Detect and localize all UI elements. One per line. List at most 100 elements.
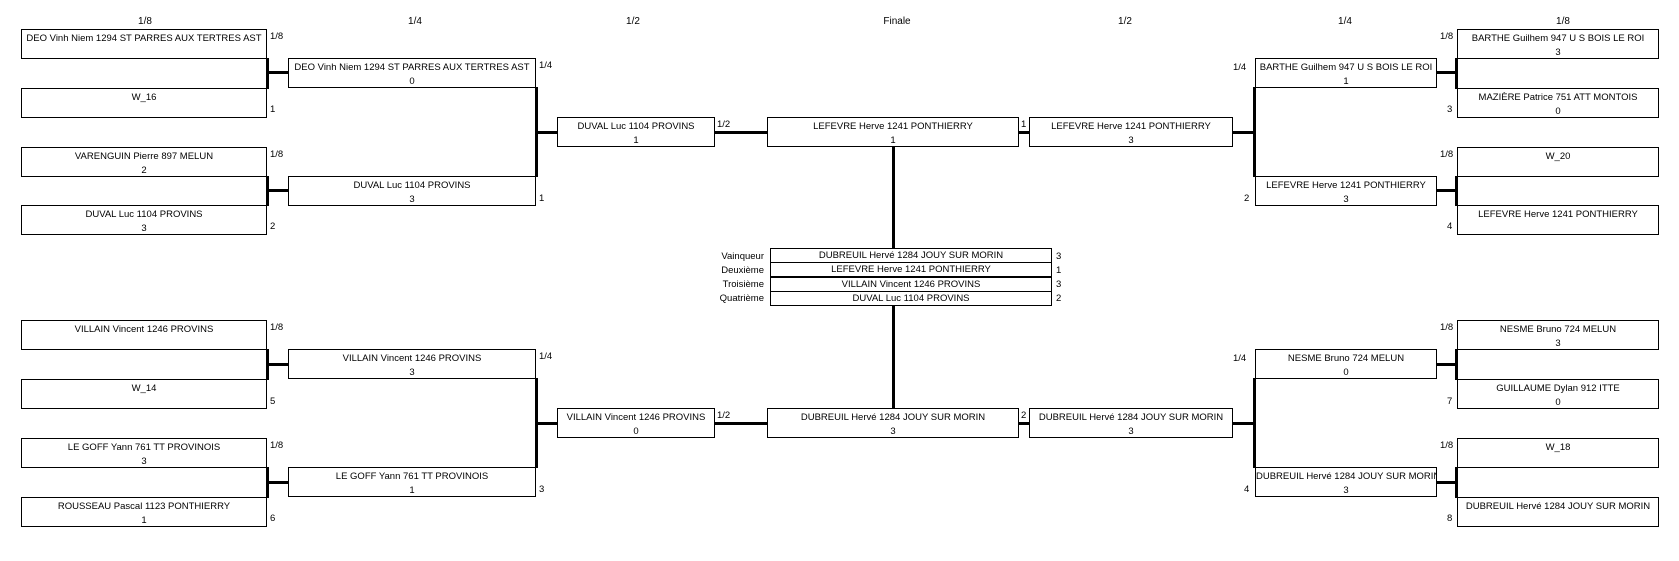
slot-tag: 7 [1447,396,1453,407]
player-name: DUBREUIL Hervé 1284 JOUY SUR MORIN [1038,412,1224,423]
player-name: DUBREUIL Hervé 1284 JOUY SUR MORIN [800,412,986,423]
bracket-line [1455,58,1458,89]
bracket-line [266,481,288,484]
slot-tag: 2 [1244,193,1250,204]
bracket-line [1018,131,1030,134]
slot-tag: 8 [1447,513,1453,524]
player-score: 0 [1343,367,1349,378]
slot-tag: 1 [270,104,276,115]
player-score: 3 [890,426,896,437]
bracket-line [1232,131,1256,134]
slot-tag: 2 [270,221,276,232]
rank-row: LEFEVRE Herve 1241 PONTHIERRY [770,262,1052,277]
player-name: LEFEVRE Herve 1241 PONTHIERRY [813,121,973,132]
rank-label: Troisième [722,279,764,290]
player-name: BARTHE Guilhem 947 U S BOIS LE ROI [1259,62,1433,73]
match-slot: VILLAIN Vincent 1246 PROVINS 0 [557,408,715,438]
rank-score: 3 [1056,251,1062,262]
player-name: MAZIÈRE Patrice 751 ATT MONTOIS [1478,92,1638,103]
slot-tag: 1/8 [1440,322,1454,333]
match-slot: NESME Bruno 724 MELUN 0 [1255,349,1437,379]
bracket-line [714,131,768,134]
player-score: 1 [409,485,415,496]
round-label-r8-left: 1/8 [138,16,152,27]
round-label-r2-right: 1/2 [1118,16,1132,27]
player-name: W_18 [1545,442,1571,453]
player-name: DEO Vinh Niem 1294 ST PARRES AUX TERTRES… [26,33,262,44]
player-score: 3 [1343,194,1349,205]
player-name: VARENGUIN Pierre 897 MELUN [74,151,214,162]
player-name: VILLAIN Vincent 1246 PROVINS [74,324,214,335]
player-score: 1 [890,135,896,146]
player-score: 3 [141,223,147,234]
player-name: DUBREUIL Hervé 1284 JOUY SUR MORIN [1256,471,1436,482]
player-score: 0 [1555,397,1561,408]
player-name: ROUSSEAU Pascal 1123 PONTHIERRY [57,501,231,512]
player-name: W_14 [131,383,157,394]
player-score: 0 [1555,106,1561,117]
player-name: W_16 [131,92,157,103]
slot-tag: 1/8 [1440,440,1454,451]
player-score: 1 [141,515,147,526]
bracket-line [892,146,895,248]
match-slot: LE GOFF Yann 761 TT PROVINOIS 3 [21,438,267,468]
bracket-line [714,422,768,425]
match-slot: W_18 [1457,438,1659,468]
slot-tag: 1/8 [270,322,284,333]
slot-tag: 1/4 [1233,353,1247,364]
player-score: 1 [1343,76,1349,87]
match-slot: LE GOFF Yann 761 TT PROVINOIS 1 [288,467,536,497]
match-slot: MAZIÈRE Patrice 751 ATT MONTOIS 0 [1457,88,1659,118]
round-label-r2-left: 1/2 [626,16,640,27]
player-name: VILLAIN Vincent 1246 PROVINS [342,353,482,364]
slot-tag: 1/4 [539,60,553,71]
bracket-line [1436,189,1458,192]
slot-tag: 3 [1447,104,1453,115]
bracket-line [1455,176,1458,206]
slot-tag: 1/4 [1233,62,1247,73]
player-score: 1 [633,135,639,146]
bracket-line [1436,363,1458,366]
rank-row: VILLAIN Vincent 1246 PROVINS [770,277,1052,292]
player-name: DUVAL Luc 1104 PROVINS [85,209,203,220]
player-name: LE GOFF Yann 761 TT PROVINOIS [67,442,221,453]
player-score: 3 [1343,485,1349,496]
bracket-line [892,306,895,409]
player-score: 0 [633,426,639,437]
round-label-r8-right: 1/8 [1556,16,1570,27]
round-label-r4-right: 1/4 [1338,16,1352,27]
round-label-r4-left: 1/4 [408,16,422,27]
slot-tag: 4 [1447,221,1453,232]
slot-tag: 1/2 [717,410,731,421]
player-score: 3 [409,367,415,378]
bracket-line [535,422,557,425]
bracket-line [266,189,288,192]
slot-tag: 3 [539,484,545,495]
match-slot: GUILLAUME Dylan 912 ITTE 0 [1457,379,1659,409]
player-name: DUVAL Luc 1104 PROVINS [852,293,970,304]
slot-tag: 1/8 [270,31,284,42]
slot-tag: 2 [1021,410,1027,421]
bracket-line [1436,481,1458,484]
player-score: 2 [141,165,147,176]
slot-tag: 6 [270,513,276,524]
match-slot: BARTHE Guilhem 947 U S BOIS LE ROI 3 [1457,29,1659,59]
player-name: LEFEVRE Herve 1241 PONTHIERRY [831,264,991,275]
final-slot-bottom: DUBREUIL Hervé 1284 JOUY SUR MORIN 3 [767,408,1019,438]
match-slot: VARENGUIN Pierre 897 MELUN 2 [21,147,267,177]
player-score: 3 [141,456,147,467]
round-label-final: Finale [883,16,911,27]
player-name: LE GOFF Yann 761 TT PROVINOIS [335,471,489,482]
player-name: VILLAIN Vincent 1246 PROVINS [841,279,981,290]
bracket-line [1455,467,1458,498]
player-score: 3 [1555,47,1561,58]
match-slot: VILLAIN Vincent 1246 PROVINS 3 [288,349,536,379]
player-name: LEFEVRE Herve 1241 PONTHIERRY [1266,180,1426,191]
bracket-line [1018,422,1030,425]
slot-tag: 1/8 [1440,149,1454,160]
bracket-line [1253,378,1256,468]
bracket-line [1455,349,1458,380]
player-name: LEFEVRE Herve 1241 PONTHIERRY [1051,121,1211,132]
player-name: DUBREUIL Hervé 1284 JOUY SUR MORIN [1465,501,1651,512]
slot-tag: 1 [539,193,545,204]
